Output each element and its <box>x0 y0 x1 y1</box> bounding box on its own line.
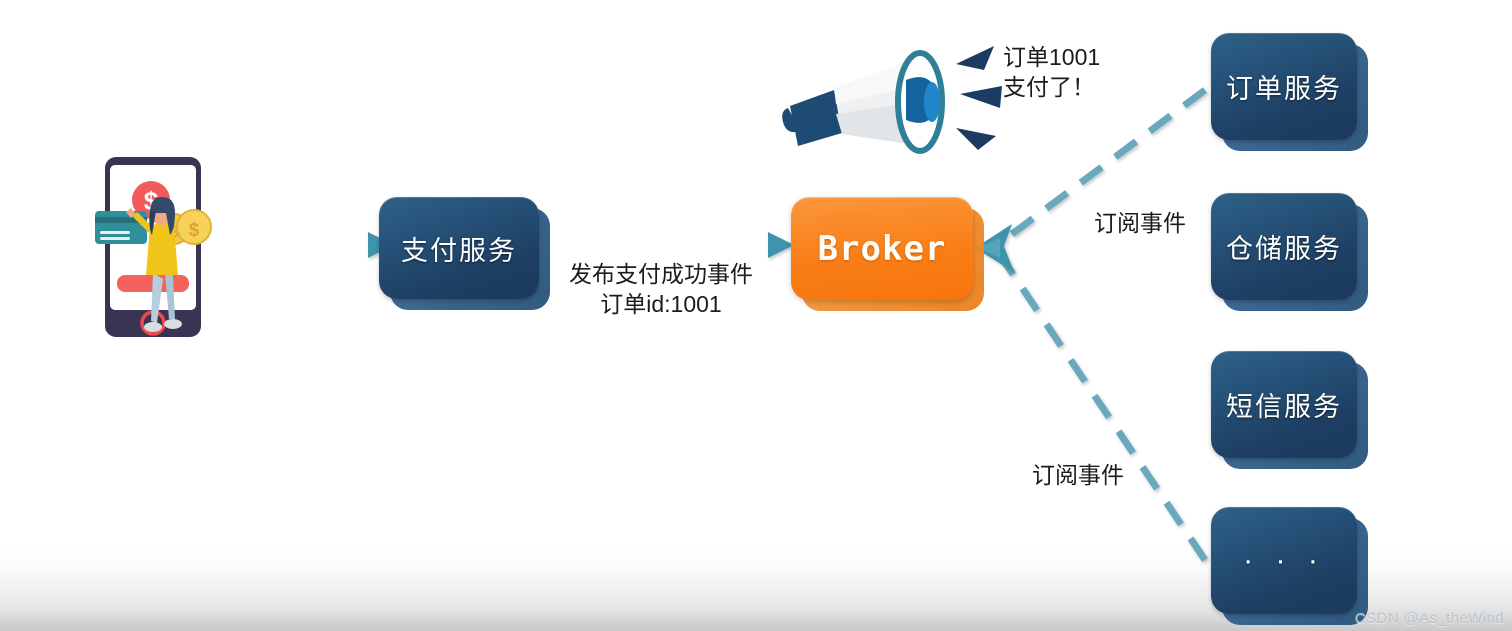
node-face: 短信服务 <box>1211 351 1357 458</box>
node-label-order-service: 订单服务 <box>1226 74 1342 104</box>
node-more-service[interactable]: · · · <box>1211 507 1368 625</box>
node-face: · · · <box>1211 507 1357 614</box>
arrow-payment-to-broker <box>540 232 794 258</box>
label-subscribe-event-top: 订阅事件 <box>1094 210 1186 236</box>
node-sms-service[interactable]: 短信服务 <box>1211 351 1368 469</box>
phone-payment-illustration: $ $ $ <box>95 157 212 337</box>
csdn-watermark: CSDN @As_theWind <box>1354 610 1504 627</box>
label-megaphone-bubble: 订单1001 支付了！ <box>1003 44 1101 100</box>
node-payment-service[interactable]: 支付服务 <box>379 197 550 310</box>
arrow-phone-to-payment <box>205 232 394 258</box>
arrowhead-into-broker <box>975 224 1014 272</box>
node-face: 仓储服务 <box>1211 193 1357 300</box>
credit-card-icon <box>95 211 147 244</box>
svg-text:$: $ <box>189 220 200 241</box>
dashed-line-more-service <box>997 253 1208 562</box>
node-label-payment-service: 支付服务 <box>401 235 517 266</box>
label-subscribe-event-bottom: 订阅事件 <box>1032 462 1124 488</box>
node-face: 订单服务 <box>1211 33 1357 140</box>
node-label-more-service: · · · <box>1243 543 1325 577</box>
node-order-service[interactable]: 订单服务 <box>1211 33 1368 151</box>
node-label-broker: Broker <box>817 228 947 269</box>
megaphone-icon <box>782 46 1002 154</box>
node-label-warehouse-service: 仓储服务 <box>1226 234 1342 264</box>
node-warehouse-service[interactable]: 仓储服务 <box>1211 193 1368 311</box>
label-publish-event: 发布支付成功事件 订单id:1001 <box>569 261 753 317</box>
node-label-sms-service: 短信服务 <box>1226 392 1342 422</box>
node-face: 支付服务 <box>379 197 539 299</box>
node-broker[interactable]: Broker <box>791 197 984 311</box>
node-face: Broker <box>791 197 973 300</box>
